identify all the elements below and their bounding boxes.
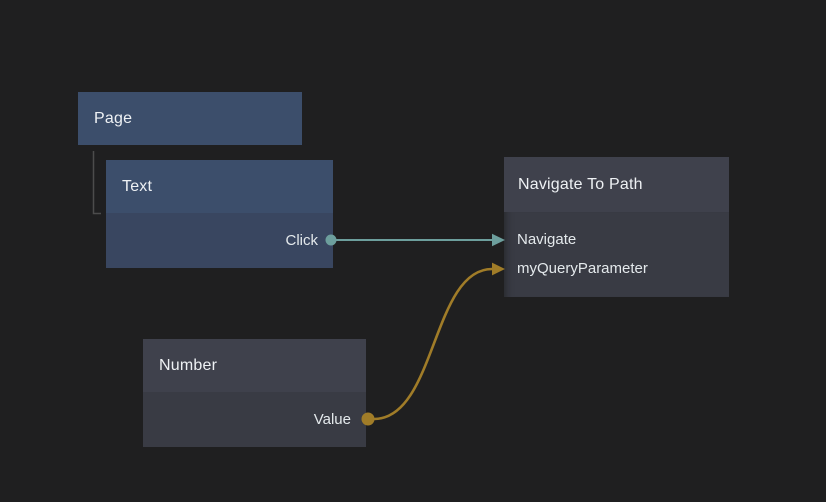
output-port-value-label: Value: [313, 411, 351, 428]
node-text-header: Text: [106, 160, 333, 213]
node-number-header: Number: [143, 339, 366, 392]
node-text-title: Text: [122, 177, 153, 195]
output-port-value[interactable]: Value: [143, 392, 366, 447]
node-navigate-to-path[interactable]: Navigate To Path Navigate myQueryParamet…: [504, 157, 729, 297]
node-number-ports: Value: [143, 392, 366, 447]
node-page-header: Page: [78, 92, 302, 145]
input-port-myqueryparameter[interactable]: myQueryParameter: [504, 254, 729, 283]
node-text-ports: Click: [106, 213, 333, 268]
node-navigate-to-path-header: Navigate To Path: [504, 157, 729, 212]
output-port-click[interactable]: Click: [106, 213, 333, 268]
node-text[interactable]: Text Click: [106, 160, 333, 268]
node-number[interactable]: Number Value: [143, 339, 366, 447]
connection-value-to-myqueryparameter[interactable]: [373, 262, 505, 421]
node-navigate-to-path-ports: Navigate myQueryParameter: [504, 212, 729, 297]
input-port-navigate-label: Navigate: [517, 231, 577, 248]
input-port-navigate[interactable]: Navigate: [504, 225, 729, 254]
input-port-myqueryparameter-label: myQueryParameter: [517, 260, 648, 277]
node-navigate-to-path-title: Navigate To Path: [518, 175, 643, 193]
node-page-title: Page: [94, 109, 133, 127]
node-page[interactable]: Page: [78, 92, 302, 145]
output-port-click-label: Click: [285, 232, 319, 249]
node-number-title: Number: [159, 356, 218, 374]
hierarchy-line-page-to-text: [92, 151, 101, 215]
connection-click-to-navigate[interactable]: [336, 233, 505, 247]
